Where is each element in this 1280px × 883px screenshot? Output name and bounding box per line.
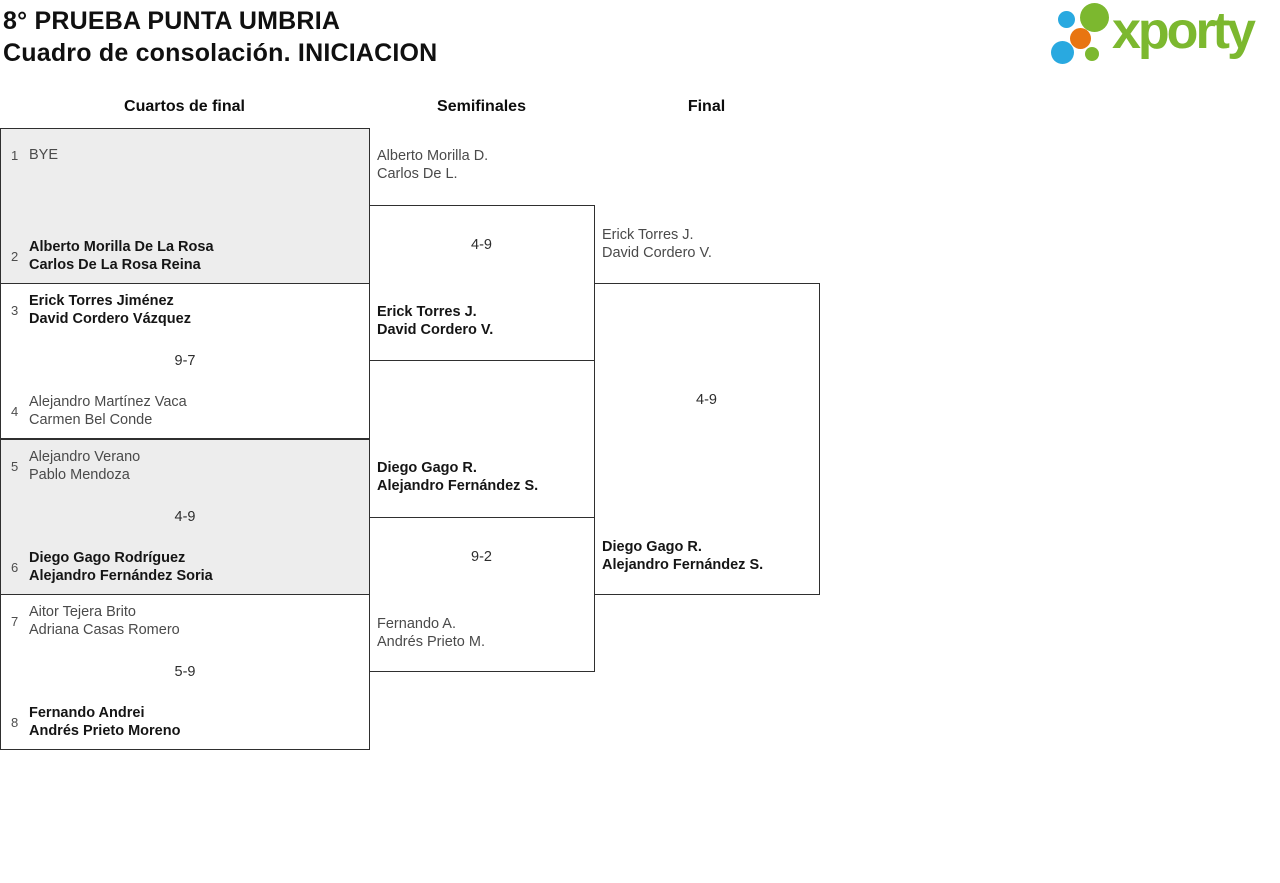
quarterfinal-match-1: 1 BYE 2 Alberto Morilla De La Rosa Carlo…: [0, 128, 370, 284]
logo-dot-icon: [1051, 41, 1074, 64]
logo-dot-icon: [1070, 28, 1091, 49]
round-header-cuartos: Cuartos de final: [124, 98, 245, 115]
team-names: Diego Gago Rodríguez Alejandro Fernández…: [29, 550, 213, 584]
team-names: Alberto Morilla D. Carlos De L.: [377, 148, 489, 182]
team-row: 7 Aitor Tejera Brito Adriana Casas Romer…: [11, 604, 359, 639]
seed-number: 7: [11, 614, 19, 629]
match-score: 4-9: [174, 509, 196, 525]
match-score: 9-2: [471, 549, 492, 565]
team-names: Diego Gago R. Alejandro Fernández S.: [602, 539, 764, 573]
team-row: 3 Erick Torres Jiménez David Cordero Váz…: [11, 293, 359, 328]
team-names: Alejandro Verano Pablo Mendoza: [29, 449, 141, 483]
logo-dot-icon: [1085, 47, 1099, 61]
team-names: BYE: [29, 146, 59, 163]
round-header-semifinales: Semifinales: [437, 98, 526, 115]
team-names: Erick Torres Jiménez David Cordero Vázqu…: [29, 293, 191, 327]
match-score: 5-9: [174, 664, 196, 680]
match-score: 4-9: [471, 237, 492, 253]
team-row: 8 Fernando Andrei Andrés Prieto Moreno: [11, 705, 359, 740]
team-names: Erick Torres J. David Cordero V.: [602, 227, 712, 261]
seed-number: 2: [11, 249, 19, 264]
team-row: 4 Alejandro Martínez Vaca Carmen Bel Con…: [11, 394, 359, 429]
team-row: 1 BYE: [11, 138, 359, 173]
team-names: Aitor Tejera Brito Adriana Casas Romero: [29, 604, 180, 638]
logo-dot-icon: [1058, 11, 1075, 28]
seed-number: 8: [11, 715, 19, 730]
quarterfinal-match-3: 5 Alejandro Verano Pablo Mendoza 4-9 6 D…: [0, 439, 370, 595]
seed-number: 3: [11, 303, 19, 318]
team-row: 5 Alejandro Verano Pablo Mendoza: [11, 449, 359, 484]
logo-dot-icon: [1080, 3, 1109, 32]
team-names: Fernando Andrei Andrés Prieto Moreno: [29, 705, 181, 739]
match-score: 4-9: [696, 392, 717, 408]
team-names: Alejandro Martínez Vaca Carmen Bel Conde: [29, 394, 187, 428]
seed-number: 5: [11, 459, 19, 474]
quarterfinal-match-4: 7 Aitor Tejera Brito Adriana Casas Romer…: [0, 594, 370, 750]
team-names: Erick Torres J. David Cordero V.: [377, 304, 494, 338]
page-title: 8° PRUEBA PUNTA UMBRIA Cuadro de consola…: [3, 5, 437, 69]
match-score: 9-7: [174, 353, 196, 369]
team-row: 2 Alberto Morilla De La Rosa Carlos De L…: [11, 239, 359, 274]
seed-number: 1: [11, 148, 19, 163]
round-header-final: Final: [687, 98, 726, 115]
final-match-box: [594, 283, 820, 595]
seed-number: 6: [11, 560, 19, 575]
logo-wordmark: xporty: [1112, 2, 1256, 60]
tournament-name: 8° PRUEBA PUNTA UMBRIA: [3, 7, 341, 35]
quarterfinal-match-2: 3 Erick Torres Jiménez David Cordero Váz…: [0, 283, 370, 439]
team-names: Alberto Morilla De La Rosa Carlos De La …: [29, 239, 214, 273]
team-row: 6 Diego Gago Rodríguez Alejandro Fernánd…: [11, 550, 359, 585]
bracket-subtitle: Cuadro de consolación. INICIACION: [3, 39, 438, 67]
xporty-logo[interactable]: xporty: [1048, 0, 1278, 72]
team-names: Diego Gago R. Alejandro Fernández S.: [377, 460, 539, 494]
team-names: Fernando A. Andrés Prieto M.: [377, 616, 485, 650]
seed-number: 4: [11, 404, 19, 419]
